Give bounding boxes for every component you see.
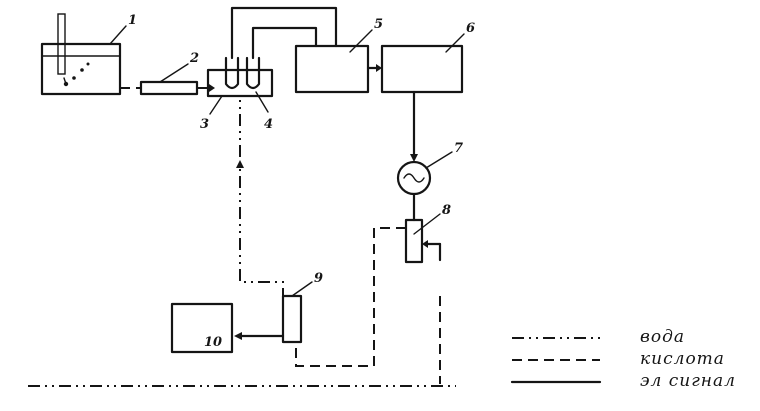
label-10: 10 [204, 335, 222, 350]
component-5-block [294, 44, 370, 94]
component-9-column [281, 281, 313, 344]
legend-water-label: вода [640, 327, 685, 347]
label-8: 8 [442, 203, 451, 218]
label-2: 2 [189, 51, 199, 66]
acid-line-8-9 [295, 227, 406, 367]
component-2-tube [139, 63, 199, 96]
label-9: 9 [314, 271, 323, 286]
arrow-water-up [236, 160, 244, 168]
label-3: 3 [200, 117, 209, 132]
component-8-dispenser [404, 213, 442, 264]
arrow-5-6 [376, 64, 382, 72]
label-7: 7 [454, 141, 463, 156]
component-10-block [170, 302, 234, 354]
legend: вода кислота эл сигнал [510, 327, 736, 391]
wires-cell-to-5 [230, 6, 338, 60]
arrow-6-7 [410, 154, 418, 162]
component-6-block [380, 44, 464, 94]
legend-signal-label: эл сигнал [640, 371, 736, 391]
component-3-cell [206, 56, 274, 115]
label-5: 5 [374, 17, 383, 32]
arrow-9-10 [234, 332, 242, 340]
label-6: 6 [466, 21, 475, 36]
legend-acid-label: кислота [640, 349, 725, 369]
component-1-bath [40, 13, 127, 96]
component-7-ac-source [396, 151, 453, 196]
arrow-2-3 [209, 84, 215, 92]
label-1: 1 [128, 13, 137, 28]
water-line-9-cell [239, 100, 284, 300]
label-4: 4 [264, 117, 273, 132]
